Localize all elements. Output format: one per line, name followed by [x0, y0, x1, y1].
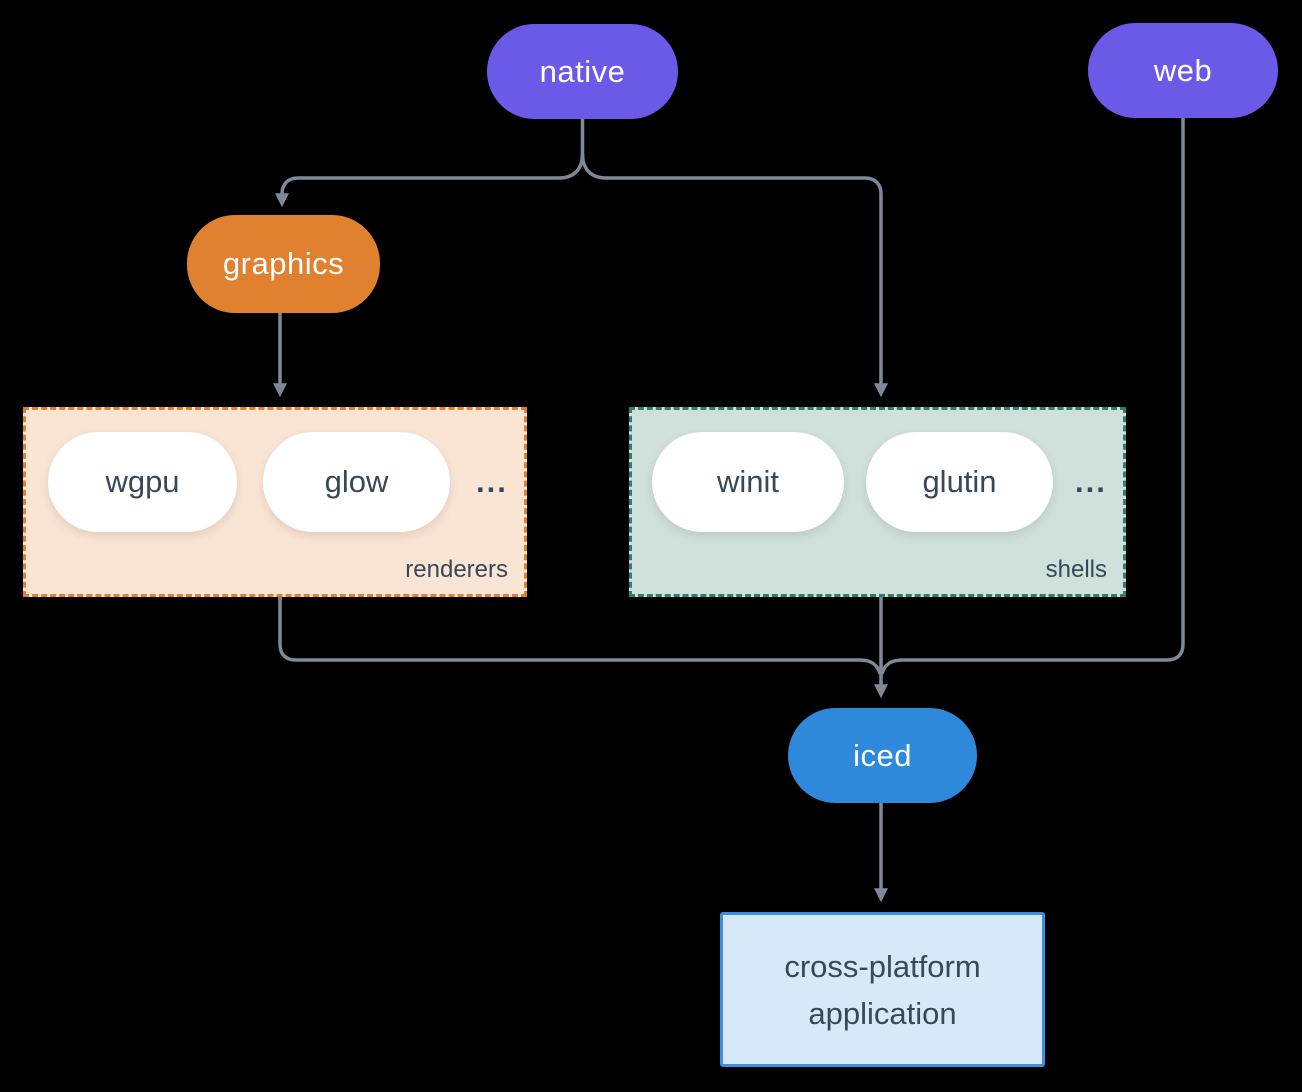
application-label-line2: application: [808, 995, 957, 1031]
node-wgpu: wgpu: [48, 432, 237, 532]
edge-native-to-graphics: [275, 153, 585, 208]
node-glow-label: glow: [324, 464, 389, 499]
group-shells: winit glutin ... shells: [629, 407, 1126, 597]
node-glutin: glutin: [866, 432, 1053, 532]
shells-row: winit glutin ...: [652, 432, 1123, 532]
renderers-row: wgpu glow ...: [48, 432, 524, 532]
edge-renderers-to-junction: [278, 597, 882, 675]
edge-native-to-shells: [580, 153, 888, 398]
application-label-line1: cross-platform: [784, 948, 981, 984]
node-web-label: web: [1153, 52, 1213, 88]
node-winit-label: winit: [716, 464, 779, 499]
node-winit: winit: [652, 432, 844, 532]
node-native: native: [487, 24, 678, 119]
node-graphics: graphics: [187, 215, 380, 313]
shells-ellipsis: ...: [1075, 464, 1107, 499]
node-wgpu-label: wgpu: [105, 464, 180, 499]
node-iced: iced: [788, 708, 977, 803]
group-renderers: wgpu glow ... renderers: [23, 407, 527, 597]
node-native-label: native: [539, 53, 626, 89]
node-cross-platform-application: cross-platform application: [720, 912, 1045, 1067]
node-glow: glow: [263, 432, 450, 532]
shells-group-label: shells: [1045, 556, 1107, 583]
node-graphics-label: graphics: [222, 246, 345, 281]
node-web: web: [1088, 23, 1278, 118]
renderers-ellipsis: ...: [476, 464, 508, 499]
node-iced-label: iced: [853, 737, 912, 773]
node-glutin-label: glutin: [922, 464, 997, 499]
edge-web-to-junction: [880, 118, 1185, 675]
renderers-group-label: renderers: [405, 556, 508, 583]
